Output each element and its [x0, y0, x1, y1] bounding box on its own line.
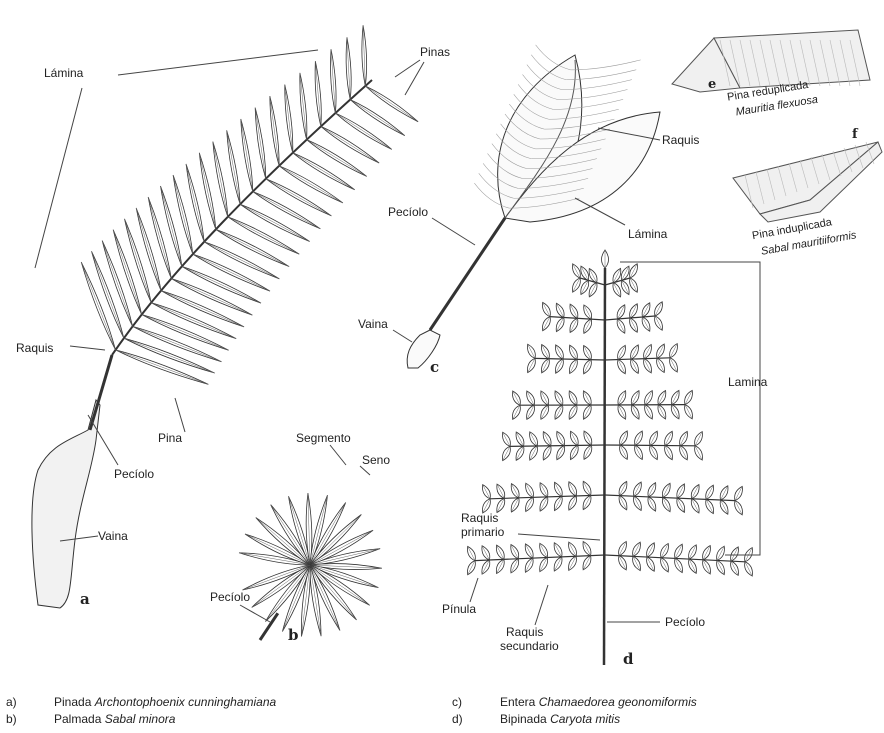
lamina-bracket-left: [35, 88, 82, 268]
pinna-lower-midrib: [293, 153, 355, 190]
segmento-pointer: [330, 445, 346, 465]
pinna-upper-midrib: [285, 85, 293, 153]
label-raquis-a: Raquis: [16, 341, 53, 355]
label-raquis-c: Raquis: [662, 133, 699, 147]
label-raquis-primario-1: Raquis: [461, 511, 498, 525]
label-peciolo-a: Pecíolo: [114, 467, 154, 481]
label-pina: Pina: [158, 431, 182, 445]
peciolo-pointer-b: [240, 605, 270, 622]
panel-letter-f: f: [852, 127, 859, 142]
pinna-upper-midrib: [113, 230, 142, 315]
reduplicate-right-face: [714, 30, 870, 88]
label-raquis-secundario-1: Raquis: [506, 625, 543, 639]
label-peciolo-d: Pecíolo: [665, 615, 705, 629]
pinna-lower-midrib: [182, 266, 261, 303]
pinna-upper-midrib: [227, 130, 240, 204]
raquis-primario-pointer: [518, 534, 600, 540]
panel-letter-d: d: [623, 650, 634, 668]
caption-d: d)Bipinada Caryota mitis: [452, 712, 620, 726]
pinna-upper-midrib: [102, 241, 132, 327]
bipinnate-branches: [467, 250, 752, 576]
pinna-lower-midrib: [279, 166, 343, 203]
label-pinula: Pínula: [442, 602, 476, 616]
pinna-upper-midrib: [270, 96, 279, 166]
caption-a: a)Pinada Archontophoenix cunninghamiana: [6, 695, 276, 709]
pinna-upper-midrib: [124, 219, 151, 303]
entire-leaf-vein: [571, 60, 641, 70]
caption-c: c)Entera Chamaedorea geonomiformis: [452, 695, 697, 709]
label-raquis-primario-2: primario: [461, 525, 505, 539]
pinna-lower-midrib: [171, 279, 252, 316]
bipinnate-primary-rachis: [604, 268, 605, 665]
label-raquis-secundario-2: secundario: [500, 639, 559, 653]
pinna-lower-midrib: [228, 217, 299, 254]
pinas-pointer-2: [405, 62, 424, 95]
raquis-secundario-pointer: [535, 585, 548, 625]
panel-letter-b: b: [288, 626, 299, 644]
pinna-lower-midrib: [193, 254, 270, 291]
label-peciolo-c: Pecíolo: [388, 205, 428, 219]
pinna-upper-midrib: [136, 208, 161, 291]
pinna-lower-midrib: [253, 192, 321, 229]
label-vaina-a: Vaina: [98, 529, 128, 543]
pinna-lower-midrib: [240, 204, 309, 241]
panel-letter-c: c: [430, 358, 439, 376]
induplicate-pinna-drawing: [733, 142, 882, 222]
pinna-upper-midrib: [255, 108, 266, 179]
seno-pointer: [360, 466, 370, 475]
palmate-leaf-drawing: [239, 493, 382, 640]
pinna-upper-midrib: [199, 153, 215, 230]
secondary-rachis: [535, 358, 605, 360]
pinnate-petiole: [90, 355, 112, 430]
pinula-pointer: [470, 578, 478, 602]
label-peciolo-b: Pecíolo: [210, 590, 250, 604]
reduplicate-pinna-drawing: [672, 30, 870, 92]
panel-letter-a: a: [80, 590, 90, 608]
pinna-lower-midrib: [216, 229, 289, 266]
pinna-lower-midrib: [161, 291, 244, 327]
bipinnate-leaf-drawing: [467, 250, 752, 665]
peciolo-pointer-c: [432, 218, 475, 245]
pinna-lower-midrib: [204, 242, 279, 279]
raquis-pointer-a: [70, 346, 105, 350]
pinna-upper-midrib: [213, 142, 228, 217]
pinnate-rachis: [112, 80, 372, 355]
vaina-pointer-c: [393, 330, 412, 342]
pinnate-sheath: [32, 400, 100, 608]
label-pinas: Pinas: [420, 45, 450, 59]
entire-leaf-petiole: [430, 218, 505, 330]
palmate-segments: [239, 493, 382, 636]
label-segmento: Segmento: [296, 431, 351, 445]
pinna-lower-midrib: [307, 140, 367, 177]
pinna-lower-midrib: [321, 126, 379, 163]
label-lamina-c: Lámina: [628, 227, 668, 241]
pinas-pointer-1: [395, 60, 420, 77]
label-lamina-a: Lámina: [44, 66, 84, 80]
label-vaina-c: Vaina: [358, 317, 388, 331]
lamina-bracket-top: [118, 50, 318, 75]
label-lamina-d: Lamina: [728, 375, 768, 389]
pinna-upper-midrib: [241, 119, 253, 192]
pinna-lower-midrib: [266, 179, 332, 216]
entire-leaf-drawing: [407, 45, 660, 368]
panel-letter-e: e: [708, 77, 716, 92]
pina-pointer: [175, 398, 185, 432]
caption-b: b)Palmada Sabal minora: [6, 712, 175, 726]
label-seno: Seno: [362, 453, 390, 467]
